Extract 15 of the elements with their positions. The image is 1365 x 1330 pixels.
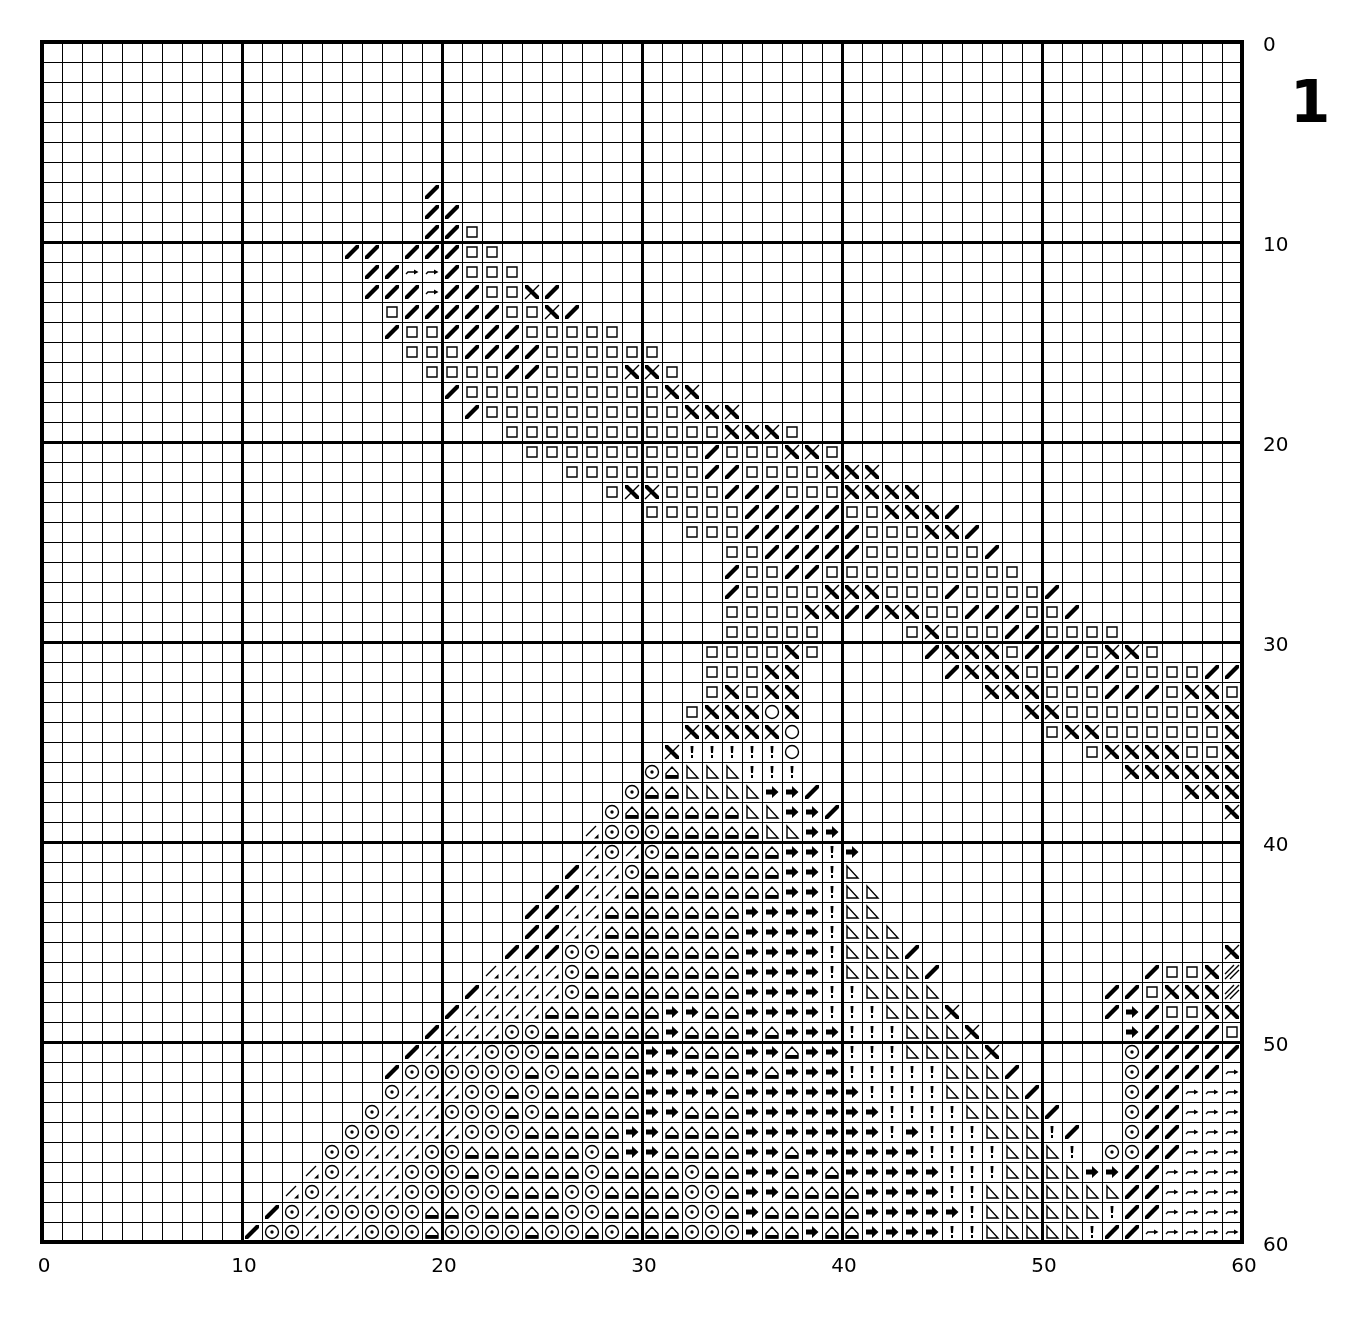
row-number: 0 xyxy=(1263,34,1276,54)
row-number: 30 xyxy=(1263,634,1289,654)
column-number: 60 xyxy=(1231,1255,1257,1275)
column-number: 10 xyxy=(231,1255,257,1275)
column-number: 20 xyxy=(431,1255,457,1275)
row-number: 50 xyxy=(1263,1034,1289,1054)
column-number: 50 xyxy=(1031,1255,1057,1275)
row-number: 20 xyxy=(1263,434,1289,454)
page-number: 1 xyxy=(1290,73,1331,131)
column-number: 30 xyxy=(631,1255,657,1275)
column-number: 40 xyxy=(831,1255,857,1275)
column-number: 0 xyxy=(37,1255,51,1275)
row-number: 10 xyxy=(1263,234,1289,254)
row-number: 60 xyxy=(1263,1234,1289,1254)
row-number: 40 xyxy=(1263,834,1289,854)
